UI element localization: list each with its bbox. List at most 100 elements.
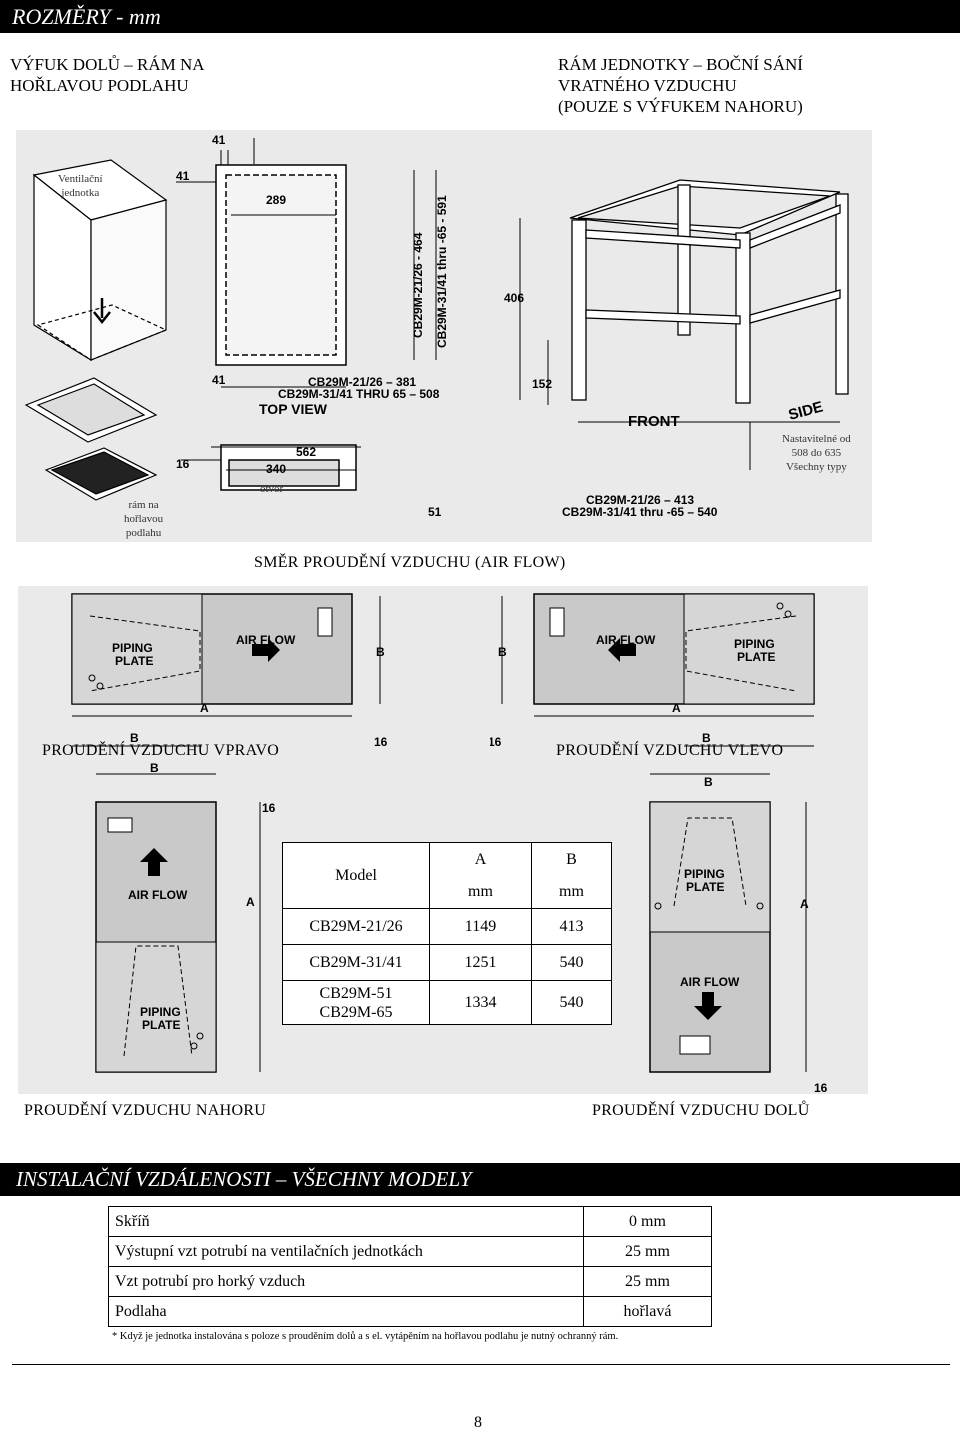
table-cell-model: CB29M-31/41 [282, 944, 430, 981]
dim-406: 406 [504, 291, 524, 305]
dim-16-label: 16 [814, 1081, 828, 1095]
return-air-frame-figure: 406 152 FRONT SIDE CB29M-21/26 – 413 CB2… [504, 179, 849, 519]
table-cell-b: 413 [530, 908, 613, 945]
piping-label: PIPING [140, 1005, 181, 1019]
frame-label-line: rám na [128, 499, 159, 511]
clearance-item: Skříň [108, 1206, 584, 1237]
table-cell-model-line: CB29M-65 [319, 1003, 393, 1021]
side-label: SIDE [787, 398, 825, 423]
heading-left-line: HOŘLAVOU PODLAHU [10, 76, 189, 95]
dim-152: 152 [532, 377, 552, 391]
dim-464: CB29M-21/26 - 464 [411, 232, 425, 338]
air-flow-label: AIR FLOW [128, 888, 188, 902]
dim-16-label: 16 [490, 735, 502, 749]
dim-b-label: B [376, 645, 385, 659]
table-row: CB29M-21/26 1149 413 [282, 908, 613, 945]
airflow-right-diagram: PIPING PLATE AIR FLOW A B B 16 [71, 593, 388, 749]
clearance-value: hořlavá [583, 1296, 712, 1327]
dim-b-label: B [150, 762, 159, 775]
piping-label: PLATE [737, 650, 775, 664]
caption-airflow-up: PROUDĚNÍ VZDUCHU NAHORU [24, 1102, 267, 1119]
table-cell-model-line: CB29M-51 [319, 984, 393, 1002]
table-row: Vzt potrubí pro horký vzduch 25 mm [108, 1266, 712, 1297]
frame-label: rám na hořlavou podlahu [124, 498, 163, 540]
dim-b-label: B [498, 645, 507, 659]
dim-41-bottom: 41 [212, 373, 226, 387]
clearance-value: 25 mm [583, 1236, 712, 1267]
dim-41-left: 41 [176, 169, 190, 183]
dim-b-label: B [702, 731, 711, 745]
clearance-item: Výstupní vzt potrubí na ventilačních jed… [108, 1236, 584, 1267]
unit-label: Ventilační jednotka [58, 172, 103, 200]
table-cell-a: 1251 [429, 944, 532, 981]
clearance-value: 0 mm [583, 1206, 712, 1237]
front-label: FRONT [628, 413, 680, 430]
dim-508: CB29M-31/41 THRU 65 – 508 [278, 387, 440, 401]
dim-41-top: 41 [212, 133, 226, 147]
frame-label-line: podlahu [125, 527, 162, 539]
heading-right-line: (POUZE S VÝFUKEM NAHORU) [558, 97, 803, 116]
unit-label-line: jednotka [61, 187, 100, 199]
dim-16: 16 [176, 457, 190, 471]
top-view-label: TOP VIEW [259, 401, 328, 417]
piping-label: PLATE [142, 1018, 180, 1032]
dim-b-label: B [704, 775, 713, 789]
top-view-drawing [215, 164, 357, 491]
table-cell-b: 540 [530, 980, 613, 1025]
table-row: Skříň 0 mm [108, 1206, 712, 1237]
caption-airflow-left: PROUDĚNÍ VZDUCHU VLEVO [556, 742, 784, 759]
table-unit-b: mm [530, 876, 613, 909]
model-dimension-table: Model A B mm mm CB29M-21/26 1149 413 CB2… [282, 842, 613, 1025]
dim-540: CB29M-31/41 thru -65 – 540 [562, 505, 718, 519]
airflow-down-diagram: PIPING PLATE AIR FLOW A 16 [649, 801, 828, 1095]
footer-rule [12, 1364, 950, 1365]
piping-label: PIPING [684, 867, 725, 881]
dim-b-label: B [130, 731, 139, 745]
dim-a-label: A [800, 897, 809, 911]
dim-51: 51 [428, 505, 442, 519]
table-unit-a: mm [429, 876, 532, 909]
adjust-label-line: Nastavitelné od [782, 433, 851, 445]
table-header-a: A [429, 842, 532, 877]
dim-a-label: A [200, 701, 209, 715]
clearance-banner: INSTALAČNÍ VZDÁLENOSTI – VŠECHNY MODELY [0, 1163, 960, 1196]
table-cell-a: 1149 [429, 908, 532, 945]
dim-413: CB29M-21/26 – 413 [586, 493, 694, 507]
airflow-up-b-dim: B [96, 762, 216, 775]
dim-381: CB29M-21/26 – 381 [308, 375, 416, 389]
header-banner: ROZMĚRY - mm [0, 0, 960, 33]
table-cell-model: CB29M-51 CB29M-65 [282, 980, 430, 1025]
unit-label-line: Ventilační [58, 173, 103, 185]
dim-a-label: A [246, 895, 255, 909]
page-number: 8 [474, 1414, 482, 1431]
table-header-b: B [530, 842, 613, 877]
piping-label: PIPING [112, 641, 153, 655]
table-header-model: Model [282, 842, 430, 909]
table-row: CB29M-31/41 1251 540 [282, 944, 613, 981]
airflow-left-diagram: PIPING PLATE AIR FLOW A B B 16 [490, 593, 815, 749]
heading-right: RÁM JEDNOTKY – BOČNÍ SÁNÍ VRATNÉHO VZDUC… [558, 54, 803, 117]
stand-dims [519, 218, 840, 470]
dim-289: 289 [266, 193, 286, 207]
piping-label: PLATE [115, 654, 153, 668]
caption-airflow-right: PROUDĚNÍ VZDUCHU VPRAVO [42, 742, 280, 759]
table-cell-model: CB29M-21/26 [282, 908, 430, 945]
page-title: ROZMĚRY - mm [12, 4, 161, 29]
heading-right-line: VRATNÉHO VZDUCHU [558, 76, 737, 95]
dim-562: 562 [296, 445, 316, 459]
adjust-label: Nastavitelné od 508 do 635 Všechny typy [782, 432, 851, 474]
dim-a-label: A [672, 701, 681, 715]
clearance-title: INSTALAČNÍ VZDÁLENOSTI – VŠECHNY MODELY [16, 1167, 472, 1191]
piping-label: PLATE [686, 880, 724, 894]
cabinet-drawing [32, 159, 168, 362]
dim-16-label: 16 [262, 801, 276, 815]
dim-340: 340 [266, 462, 286, 476]
heading-left-line: VÝFUK DOLŮ – RÁM NA [10, 55, 205, 74]
table-row: CB29M-51 CB29M-65 1334 540 [282, 980, 613, 1025]
stand-drawing [569, 179, 849, 404]
table-cell-a: 1334 [429, 980, 532, 1025]
air-flow-label: AIR FLOW [680, 975, 740, 989]
air-flow-label: AIR FLOW [596, 633, 656, 647]
frame-label-line: hořlavou [124, 513, 164, 525]
airflow-down-b-dim: B [650, 773, 770, 789]
